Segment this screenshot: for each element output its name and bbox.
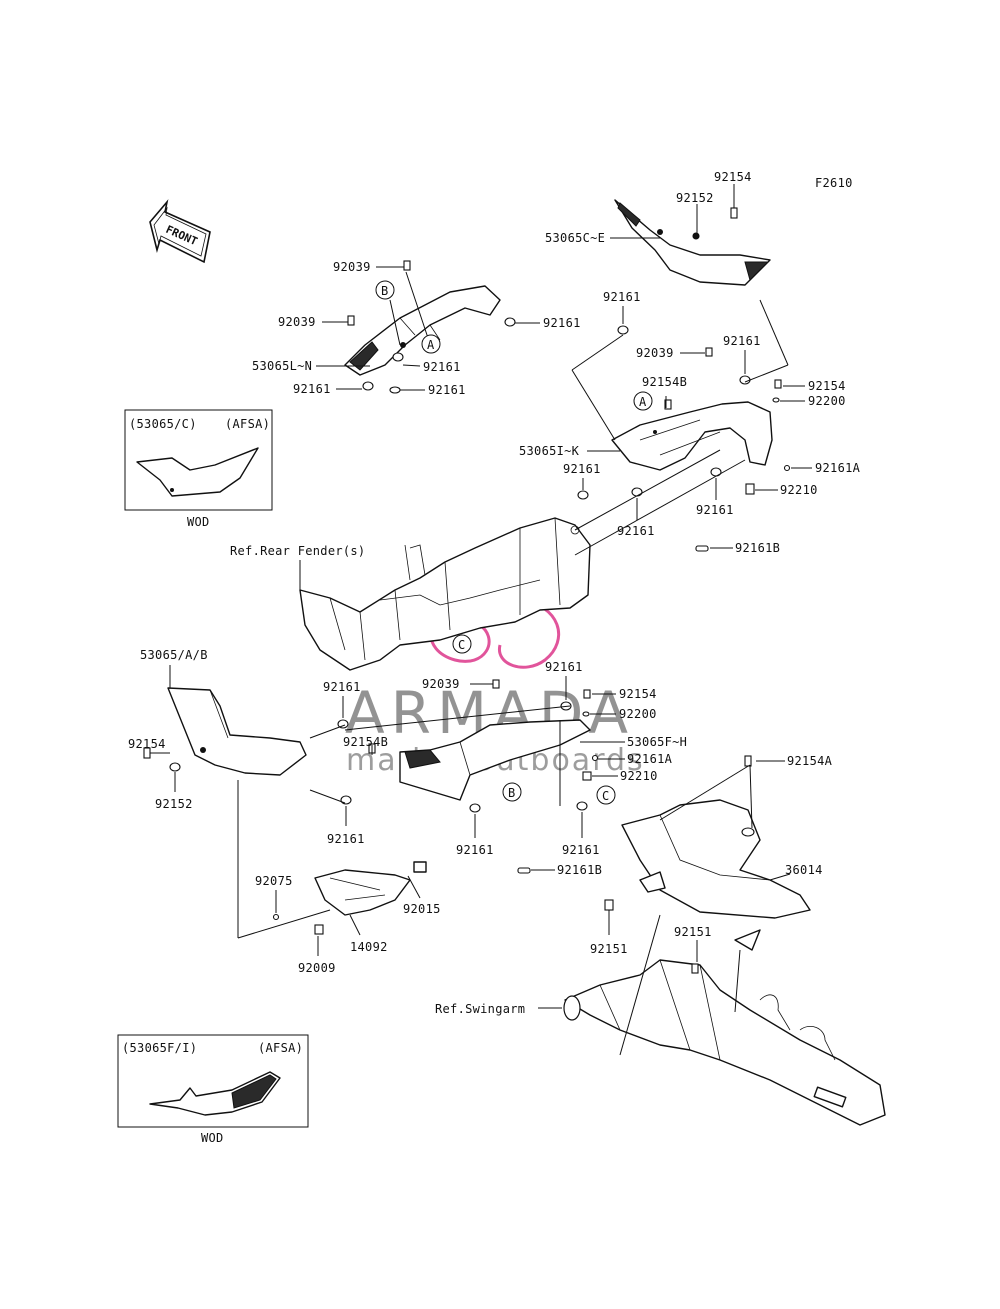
part-label: 92039 <box>278 315 316 329</box>
ref-rear-fender-label: Ref.Rear Fender(s) <box>230 544 365 558</box>
inset-box-top: (53065/C) (AFSA) WOD <box>124 409 273 529</box>
part-label: 92154A <box>787 754 833 768</box>
part-label: 92154B <box>642 375 687 389</box>
part-label: 92152 <box>676 191 714 205</box>
part-label: 92075 <box>255 874 293 888</box>
middle-cover <box>611 401 773 471</box>
svg-text:B: B <box>381 284 388 298</box>
part-label: 92161 <box>543 316 581 330</box>
part-label: 53065I~K <box>519 444 580 458</box>
part-label: 92161 <box>617 524 655 538</box>
svg-text:C: C <box>458 638 465 652</box>
part-label: 92161 <box>696 503 734 517</box>
part-label: 92152 <box>155 797 193 811</box>
inset-top-color: WOD <box>187 515 210 529</box>
svg-text:C: C <box>602 789 609 803</box>
ref-swingarm-label: Ref.Swingarm <box>435 1002 525 1016</box>
part-label: 92200 <box>808 394 846 408</box>
part-label: 53065/A/B <box>140 648 208 662</box>
front-arrow-icon: FRONT <box>149 199 211 264</box>
part-label: 92161 <box>723 334 761 348</box>
chain-cover <box>621 799 811 951</box>
part-label: 53065F~H <box>627 735 687 749</box>
swingarm <box>563 959 886 1126</box>
part-label: 92200 <box>619 707 657 721</box>
part-label: 92161 <box>327 832 365 846</box>
part-label: 92039 <box>422 677 460 691</box>
part-label: 53065L~N <box>252 359 312 373</box>
callout-c-fender: C <box>452 634 472 654</box>
inset-top-note: (AFSA) <box>225 417 270 431</box>
part-label: 92015 <box>403 902 441 916</box>
part-label: 92154B <box>343 735 388 749</box>
part-label: 92161B <box>735 541 780 555</box>
part-label: 92161 <box>456 843 494 857</box>
callout-circles: B A A C B C <box>375 280 653 805</box>
part-label: 92161A <box>815 461 861 475</box>
part-label: 92161 <box>293 382 331 396</box>
rear-fender <box>299 517 591 671</box>
part-label: 92161A <box>627 752 673 766</box>
side-cover-inset-part <box>136 447 259 497</box>
callout-a-top: A <box>421 334 441 354</box>
svg-text:A: A <box>639 395 647 409</box>
inset-bottom-note: (AFSA) <box>258 1041 303 1055</box>
part-label: 92161B <box>557 863 602 877</box>
part-label: 36014 <box>785 863 823 877</box>
part-label: 92210 <box>620 769 658 783</box>
leader-lines <box>150 184 812 1056</box>
part-label: 92161 <box>428 383 466 397</box>
part-label: 92154 <box>714 170 752 184</box>
svg-text:A: A <box>427 338 435 352</box>
callout-a-middle: A <box>633 391 653 411</box>
part-label: 92161 <box>563 462 601 476</box>
part-label: 92151 <box>674 925 712 939</box>
part-label: 92210 <box>780 483 818 497</box>
small-bracket <box>314 861 427 916</box>
part-label: 92161 <box>545 660 583 674</box>
inset-box-bottom: (53065F/I) (AFSA) WOD <box>117 1034 309 1145</box>
upper-left-cover <box>344 285 501 376</box>
callout-b-lower: B <box>502 782 522 802</box>
callout-b-top: B <box>375 280 395 300</box>
part-label: 92039 <box>333 260 371 274</box>
part-label: 92151 <box>590 942 628 956</box>
part-label: 92161 <box>562 843 600 857</box>
inset-bottom-color: WOD <box>201 1131 224 1145</box>
part-labels: 92154 92152 53065C~E 92039 92039 92161 9… <box>128 170 861 975</box>
part-label: 53065C~E <box>545 231 605 245</box>
upper-right-cover <box>614 199 771 286</box>
part-label: 92154 <box>808 379 846 393</box>
inset-top-ref: (53065/C) <box>129 417 197 431</box>
part-label: 92009 <box>298 961 336 975</box>
lower-center-cover <box>399 719 591 801</box>
part-label: 92161 <box>603 290 641 304</box>
left-side-cover <box>167 687 307 776</box>
svg-text:B: B <box>508 786 515 800</box>
part-label: 14092 <box>350 940 388 954</box>
figure-code: F2610 <box>815 176 853 190</box>
callout-c-lower: C <box>596 785 616 805</box>
part-label: 92161 <box>323 680 361 694</box>
part-label: 92154 <box>619 687 657 701</box>
inset-bottom-ref: (53065F/I) <box>122 1041 197 1055</box>
part-label: 92154 <box>128 737 166 751</box>
part-label: 92039 <box>636 346 674 360</box>
part-label: 92161 <box>423 360 461 374</box>
